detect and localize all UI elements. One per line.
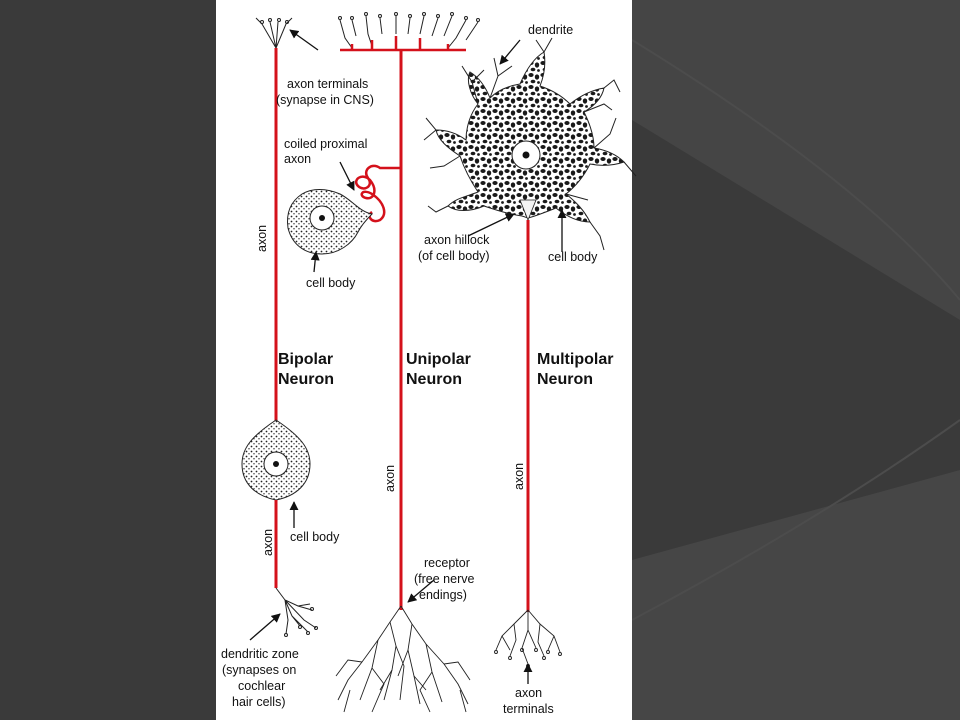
labels: axon terminals (synapse in CNS) coiled p… [221, 23, 613, 716]
label-axon-bipolar-upper: axon [255, 225, 269, 252]
label-receptor-2: (free nerve [414, 572, 474, 586]
label-cell-body-bipolar: cell body [290, 530, 340, 544]
label-axon-hillock-1: axon hillock [424, 233, 490, 247]
label-axon-terminals-bottom-2: terminals [503, 702, 554, 716]
bipolar-dendritic-zone [275, 587, 318, 637]
label-axon-terminals-2: (synapse in CNS) [276, 93, 374, 107]
title-bipolar-2: Neuron [278, 371, 334, 388]
arrow-coiled-axon [339, 161, 355, 191]
bg-stripe [632, 470, 960, 720]
arrow-axon-terminals [289, 29, 319, 51]
label-axon-bipolar-lower: axon [261, 529, 275, 556]
bipolar-top-terminals [255, 17, 293, 49]
label-dendrite: dendrite [528, 23, 573, 37]
bg-stripe [632, 0, 960, 320]
arrow-axon-hillock [467, 213, 515, 237]
label-receptor-3: endings) [419, 588, 467, 602]
axon-hillock [519, 199, 537, 222]
label-coiled-proximal-2: axon [284, 152, 311, 166]
unipolar-receptor-endings [335, 605, 471, 713]
pointer-arrows [249, 29, 567, 684]
label-dendritic-zone-2: (synapses on [222, 663, 296, 677]
label-dendritic-zone-1: dendritic zone [221, 647, 299, 661]
arrow-dendritic-zone [249, 613, 281, 641]
label-axon-terminals-1: axon terminals [287, 77, 368, 91]
arrow-cell-body-unipolar [310, 251, 320, 273]
arrow-dendrite [499, 39, 521, 65]
label-cell-body-multipolar: cell body [548, 250, 598, 264]
multipolar-cell-body [435, 51, 625, 223]
multipolar-dendrites [423, 37, 637, 251]
title-unipolar-1: Unipolar [406, 351, 471, 368]
label-axon-terminals-bottom-1: axon [515, 686, 542, 700]
unipolar-top-terminals [338, 12, 480, 49]
unipolar-neuron [287, 12, 480, 713]
label-receptor-1: receptor [424, 556, 470, 570]
label-coiled-proximal-1: coiled proximal [284, 137, 367, 151]
title-bipolar-1: Bipolar [278, 351, 333, 368]
label-axon-multipolar: axon [512, 463, 526, 490]
title-multipolar-2: Neuron [537, 371, 593, 388]
label-axon-unipolar: axon [383, 465, 397, 492]
label-dendritic-zone-3: cochlear [238, 679, 285, 693]
title-multipolar-1: Multipolar [537, 351, 613, 368]
arrow-receptor [407, 579, 435, 603]
bipolar-neuron [241, 17, 318, 637]
title-unipolar-2: Neuron [406, 371, 462, 388]
label-axon-hillock-2: (of cell body) [418, 249, 490, 263]
coiled-proximal-axon [354, 164, 401, 223]
label-cell-body-unipolar: cell body [306, 276, 356, 290]
multipolar-neuron [423, 37, 637, 668]
multipolar-axon-terminals [494, 609, 562, 668]
label-dendritic-zone-4: hair cells) [232, 695, 286, 709]
